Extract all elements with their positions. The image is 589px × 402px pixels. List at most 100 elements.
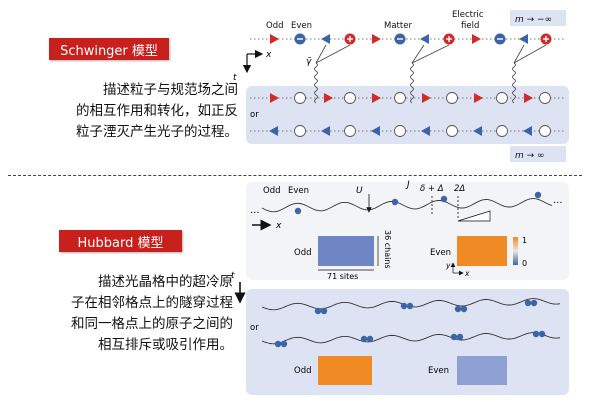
lattice-ellipsis-left: ... [250, 205, 260, 216]
hubbard-lattice-panel [246, 182, 569, 280]
atom [406, 302, 414, 310]
hubbard-bottom-even-label: Even [428, 366, 449, 376]
empty-site [496, 92, 508, 104]
atom [280, 340, 288, 348]
hubbard-U-label: U [356, 186, 363, 196]
atom [534, 191, 542, 199]
annihilation-line [411, 44, 450, 64]
schwinger-field-label-1: Electric [452, 10, 484, 20]
hubbard-t-label: t [231, 271, 235, 281]
schwinger-even-label: Even [291, 21, 312, 31]
field-arrow-left [421, 126, 430, 136]
hubbard-or-label: or [250, 323, 259, 333]
field-arrow-right [372, 34, 381, 44]
photon-wave [410, 62, 414, 104]
annihilation-line [411, 44, 425, 64]
odd-blue-map [318, 236, 374, 266]
field-arrow-left [473, 126, 482, 136]
field-arrow-left [519, 34, 528, 44]
atom [314, 307, 322, 315]
schwinger-matter-label: Matter [384, 21, 412, 31]
atom [320, 307, 328, 315]
empty-site [446, 125, 458, 137]
field-arrow-right [422, 93, 431, 103]
atom [538, 330, 546, 338]
hubbard-odd-label: Odd [263, 186, 280, 196]
lattice-potential [261, 198, 553, 213]
atom [366, 335, 374, 343]
schwinger-odd-label: Odd [266, 21, 283, 31]
schwinger-figure: Odd Even Matter Electric field m → −∞ m … [233, 10, 569, 162]
annihilation-line [315, 44, 327, 64]
lattice-ellipsis-right: ... [553, 195, 563, 206]
field-arrow-right [372, 93, 381, 103]
empty-site [344, 92, 356, 104]
empty-site [539, 125, 551, 137]
annihilation-line [513, 44, 525, 64]
atom [440, 195, 448, 203]
annihilation-line [315, 44, 351, 64]
schwinger-photon-symbol: γ̃ [306, 57, 312, 67]
even-orange-map [457, 236, 507, 266]
hubbard-delta-label: δ + Δ [420, 184, 444, 194]
hubbard-figure: Odd Even U J δ + Δ 2Δ x t ... ... Odd 36… [231, 180, 569, 395]
atom [400, 302, 408, 310]
schwinger-t-label: t [233, 73, 237, 83]
map-y-label: y [445, 261, 451, 270]
field-arrow-right [524, 93, 533, 103]
hubbard-J-label: J [405, 180, 410, 190]
empty-site [294, 125, 306, 137]
hubbard-x-label: x [275, 221, 282, 231]
field-arrow-left [371, 126, 380, 136]
atom [391, 198, 399, 206]
mass-limit-top: m → −∞ [515, 15, 552, 25]
empty-site [344, 125, 356, 137]
schwinger-result-band [246, 86, 569, 144]
map-x-label: x [464, 269, 470, 278]
atom [360, 335, 368, 343]
field-arrow-right [324, 93, 333, 103]
field-arrow-left [523, 126, 532, 136]
schwinger-model-badge: Schwinger 模型 [49, 38, 169, 60]
empty-site [496, 125, 508, 137]
lattice-potential-lower [261, 332, 561, 345]
atom [454, 305, 462, 313]
hubbard-even-label: Even [288, 186, 309, 196]
hubbard-top-odd-label: Odd [294, 248, 311, 258]
field-arrow-left [269, 126, 278, 136]
hubbard-waves [261, 191, 561, 348]
section-divider [8, 175, 582, 176]
schwinger-x-label: x [265, 50, 272, 60]
empty-site [394, 92, 406, 104]
schwinger-field-label-2: field [461, 21, 479, 31]
atom [456, 333, 464, 341]
schwinger-description: 描述粒子与规范场之间 的相互作用和转化，如正反 粒子湮灭产生光子的过程。 [76, 82, 238, 140]
hubbard-top-even-label: Even [430, 248, 451, 258]
mass-limit-bottom-box [510, 146, 566, 162]
sites-label: 71 sites [327, 272, 358, 281]
schwinger-or-label: or [250, 110, 259, 120]
hubbard-description: 描述光晶格中的超冷原 子在相邻格点上的隧穿过程 和同一格点上的原子之间的 相互排… [71, 274, 233, 353]
field-arrow-right [270, 93, 279, 103]
mass-limit-bottom: m → ∞ [515, 151, 545, 161]
field-arrow-right [472, 34, 481, 44]
atom [532, 330, 540, 338]
empty-site [394, 125, 406, 137]
atom [460, 305, 468, 313]
photon-wave [314, 62, 318, 104]
field-arrow-right [474, 93, 483, 103]
hubbard-two-delta-label: 2Δ [454, 184, 465, 194]
field-arrow-left [420, 34, 429, 44]
empty-site [539, 92, 551, 104]
atom [274, 340, 282, 348]
colorbar-min: 0 [522, 259, 527, 268]
field-arrow-left [321, 126, 330, 136]
mass-limit-top-box [510, 10, 566, 26]
colorbar [513, 237, 518, 265]
chains-label: 36 chains [383, 230, 392, 269]
atom [294, 207, 302, 215]
odd-orange-map [318, 356, 372, 385]
annihilation-line [513, 44, 547, 64]
field-arrow-right [270, 34, 279, 44]
even-blue-map [457, 356, 507, 385]
